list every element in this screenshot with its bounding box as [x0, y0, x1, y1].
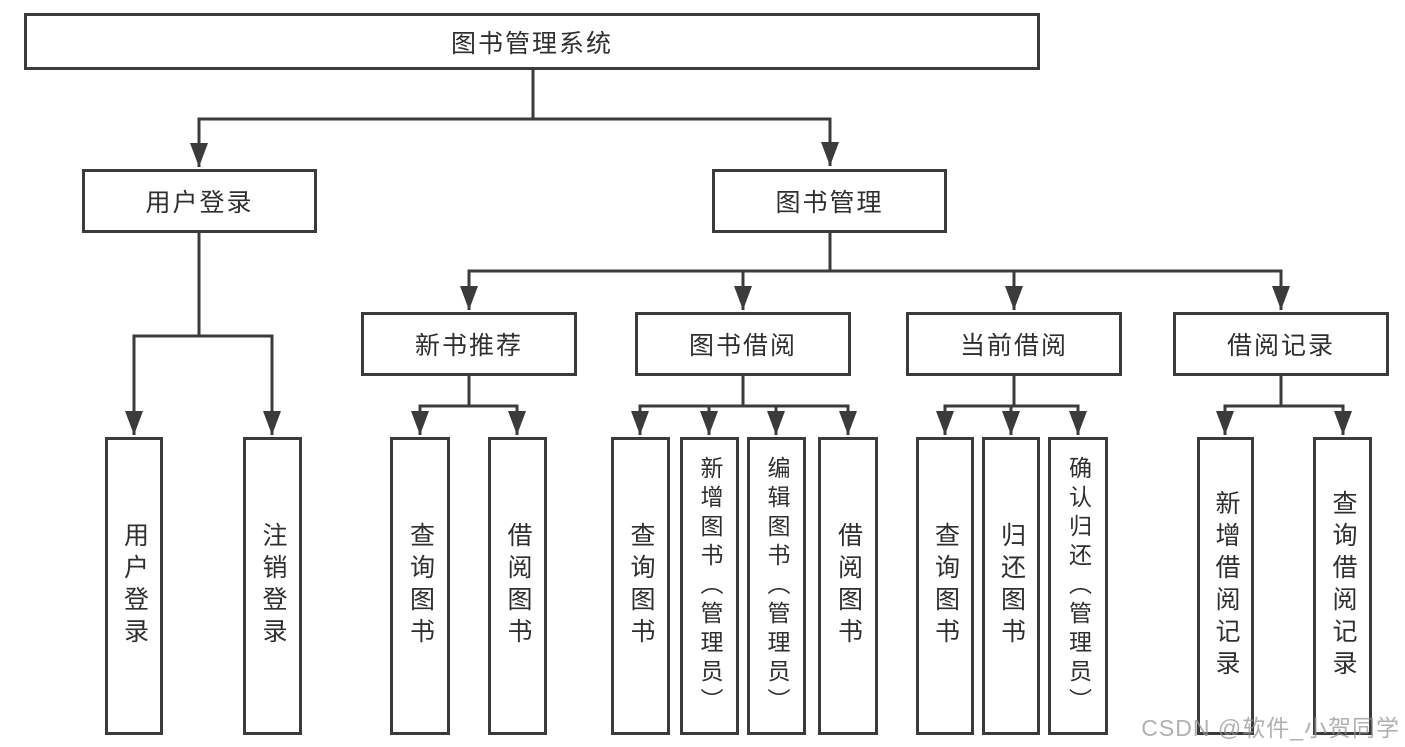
leaf-record-query-record: 查询借阅记录: [1313, 437, 1372, 735]
leaf-record-query-record-label: 查询借阅记录: [1329, 490, 1357, 682]
node-borrow-record: 借阅记录: [1173, 312, 1389, 376]
node-new-book-recommend: 新书推荐: [361, 312, 577, 376]
leaf-borrow-query-book: 查询图书: [611, 437, 670, 735]
node-book-borrow: 图书借阅: [635, 312, 851, 376]
leaf-record-add-record: 新增借阅记录: [1197, 437, 1254, 735]
leaf-current-return-book: 归还图书: [982, 437, 1040, 735]
leaf-recommend-borrow-book-label: 借阅图书: [504, 522, 532, 650]
leaf-recommend-borrow-book: 借阅图书: [488, 437, 547, 735]
node-root: 图书管理系统: [24, 13, 1040, 70]
leaf-borrow-add-book: 新增图书（管理员）: [680, 437, 739, 735]
node-current-borrow: 当前借阅: [906, 312, 1122, 376]
leaf-current-confirm-return: 确认归还（管理员）: [1048, 437, 1108, 735]
node-book-borrow-label: 图书借阅: [688, 332, 797, 360]
node-root-label: 图书管理系统: [450, 29, 613, 58]
node-user-login: 用户登录: [82, 169, 317, 233]
leaf-logout-label: 注销登录: [259, 522, 287, 650]
leaf-logout: 注销登录: [243, 437, 302, 735]
leaf-borrow-add-book-label: 新增图书（管理员）: [697, 455, 723, 717]
node-borrow-record-label: 借阅记录: [1226, 332, 1335, 360]
leaf-borrow-borrow-book: 借阅图书: [818, 437, 878, 735]
node-new-book-recommend-label: 新书推荐: [414, 332, 523, 360]
leaf-user-login: 用户登录: [105, 437, 163, 735]
leaf-recommend-query-book-label: 查询图书: [406, 522, 435, 650]
leaf-recommend-query-book: 查询图书: [390, 437, 450, 735]
leaf-user-login-label: 用户登录: [120, 522, 149, 650]
node-book-management: 图书管理: [712, 169, 947, 233]
leaf-current-query-book-label: 查询图书: [931, 522, 960, 650]
leaf-borrow-query-book-label: 查询图书: [627, 522, 655, 650]
leaf-borrow-edit-book-label: 编辑图书（管理员）: [764, 455, 790, 717]
leaf-borrow-edit-book: 编辑图书（管理员）: [747, 437, 806, 735]
leaf-current-query-book: 查询图书: [916, 437, 974, 735]
leaf-current-confirm-return-label: 确认归还（管理员）: [1065, 455, 1092, 717]
csdn-watermark: CSDN @软件_小贺同学: [1141, 715, 1400, 741]
node-current-borrow-label: 当前借阅: [959, 332, 1068, 360]
leaf-borrow-borrow-book-label: 借阅图书: [834, 522, 863, 650]
node-user-login-label: 用户登录: [145, 189, 254, 217]
leaf-current-return-book-label: 归还图书: [997, 522, 1026, 650]
leaf-record-add-record-label: 新增借阅记录: [1212, 490, 1240, 682]
node-book-management-label: 图书管理: [775, 189, 884, 217]
